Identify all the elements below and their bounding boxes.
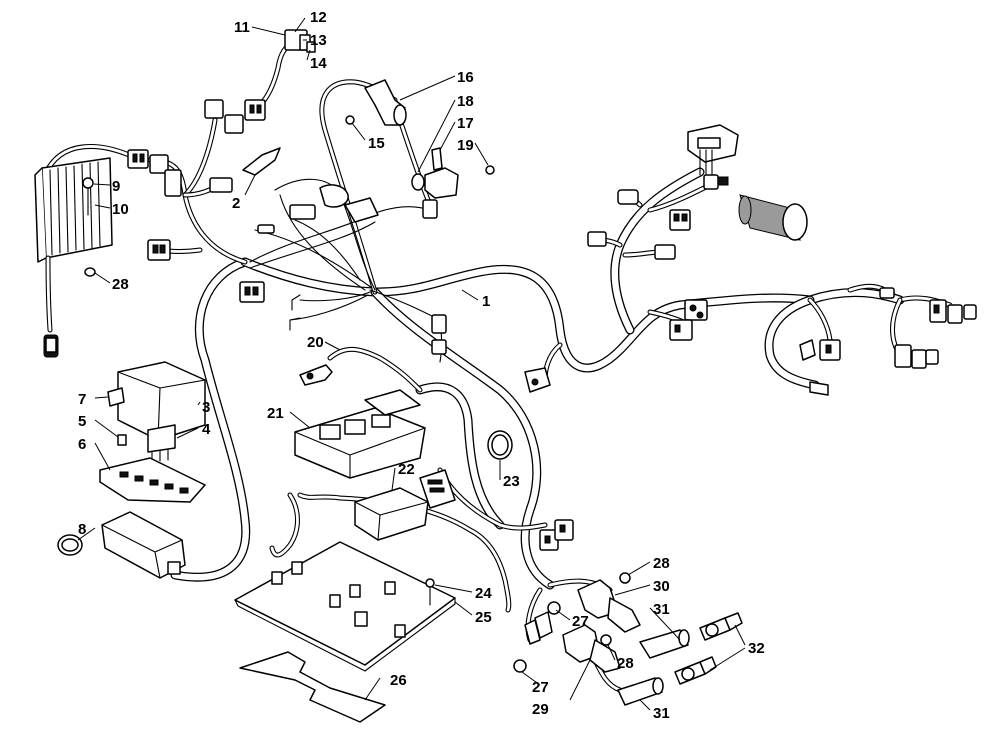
callout-32: 32 xyxy=(748,640,765,657)
callout-25: 25 xyxy=(475,609,492,626)
callout-13: 13 xyxy=(310,32,327,49)
callout-14: 14 xyxy=(310,55,327,72)
callout-22: 22 xyxy=(398,461,415,478)
regulator-connectors xyxy=(127,99,281,303)
callout-28-regulator: 28 xyxy=(112,276,129,293)
leader-lines xyxy=(77,17,746,711)
callout-28-upper: 28 xyxy=(653,555,670,572)
callout-19: 19 xyxy=(457,137,474,154)
fuse-strip xyxy=(99,457,206,503)
callout-21: 21 xyxy=(267,405,284,422)
callout-8: 8 xyxy=(78,521,86,538)
callout-16: 16 xyxy=(457,69,474,86)
callout-31-lower: 31 xyxy=(653,705,670,722)
callout-2: 2 xyxy=(232,195,240,212)
mounting-plate xyxy=(234,541,456,672)
elbow-sensor xyxy=(345,79,407,126)
callout-20: 20 xyxy=(307,334,324,351)
right-upper-components xyxy=(524,124,808,393)
callout-29: 29 xyxy=(532,701,549,718)
callout-4: 4 xyxy=(202,421,211,438)
center-connectors xyxy=(257,184,447,355)
callout-6: 6 xyxy=(78,436,86,453)
callout-10: 10 xyxy=(112,201,129,218)
callout-23: 23 xyxy=(503,473,520,490)
callout-11: 11 xyxy=(234,19,250,36)
spark-plug-caps xyxy=(617,612,743,706)
callout-12: 12 xyxy=(310,9,327,26)
harness-plug xyxy=(419,469,574,551)
callout-27-lower: 27 xyxy=(532,679,549,696)
ecu-module xyxy=(294,389,426,479)
callout-31-upper: 31 xyxy=(653,601,670,618)
ignition-coils xyxy=(513,572,641,673)
callout-7: 7 xyxy=(78,391,86,408)
callout-labels: 11 12 13 14 15 16 18 17 19 2 9 10 28 1 2… xyxy=(78,9,765,722)
callout-1: 1 xyxy=(482,293,490,310)
callout-26: 26 xyxy=(390,672,407,689)
callout-28-lower: 28 xyxy=(617,655,634,672)
callout-17: 17 xyxy=(457,115,474,132)
callout-27-upper: 27 xyxy=(572,613,589,630)
callout-3: 3 xyxy=(202,399,210,416)
callout-5: 5 xyxy=(78,413,86,430)
fuse-block xyxy=(101,511,186,579)
relay-box xyxy=(107,361,206,463)
callout-24: 24 xyxy=(475,585,492,602)
callout-15: 15 xyxy=(368,135,385,152)
gasket xyxy=(239,651,386,723)
callout-18: 18 xyxy=(457,93,474,110)
ring-clip xyxy=(487,430,513,460)
clamp xyxy=(57,534,83,556)
callout-9: 9 xyxy=(112,178,120,195)
voltage-regulator xyxy=(34,157,113,358)
rear-connectors xyxy=(799,287,977,396)
sensor-bracket xyxy=(411,147,495,219)
callout-30: 30 xyxy=(653,578,670,595)
temperature-sensor xyxy=(299,364,333,386)
upper-wires xyxy=(39,39,953,693)
control-module xyxy=(354,487,429,541)
